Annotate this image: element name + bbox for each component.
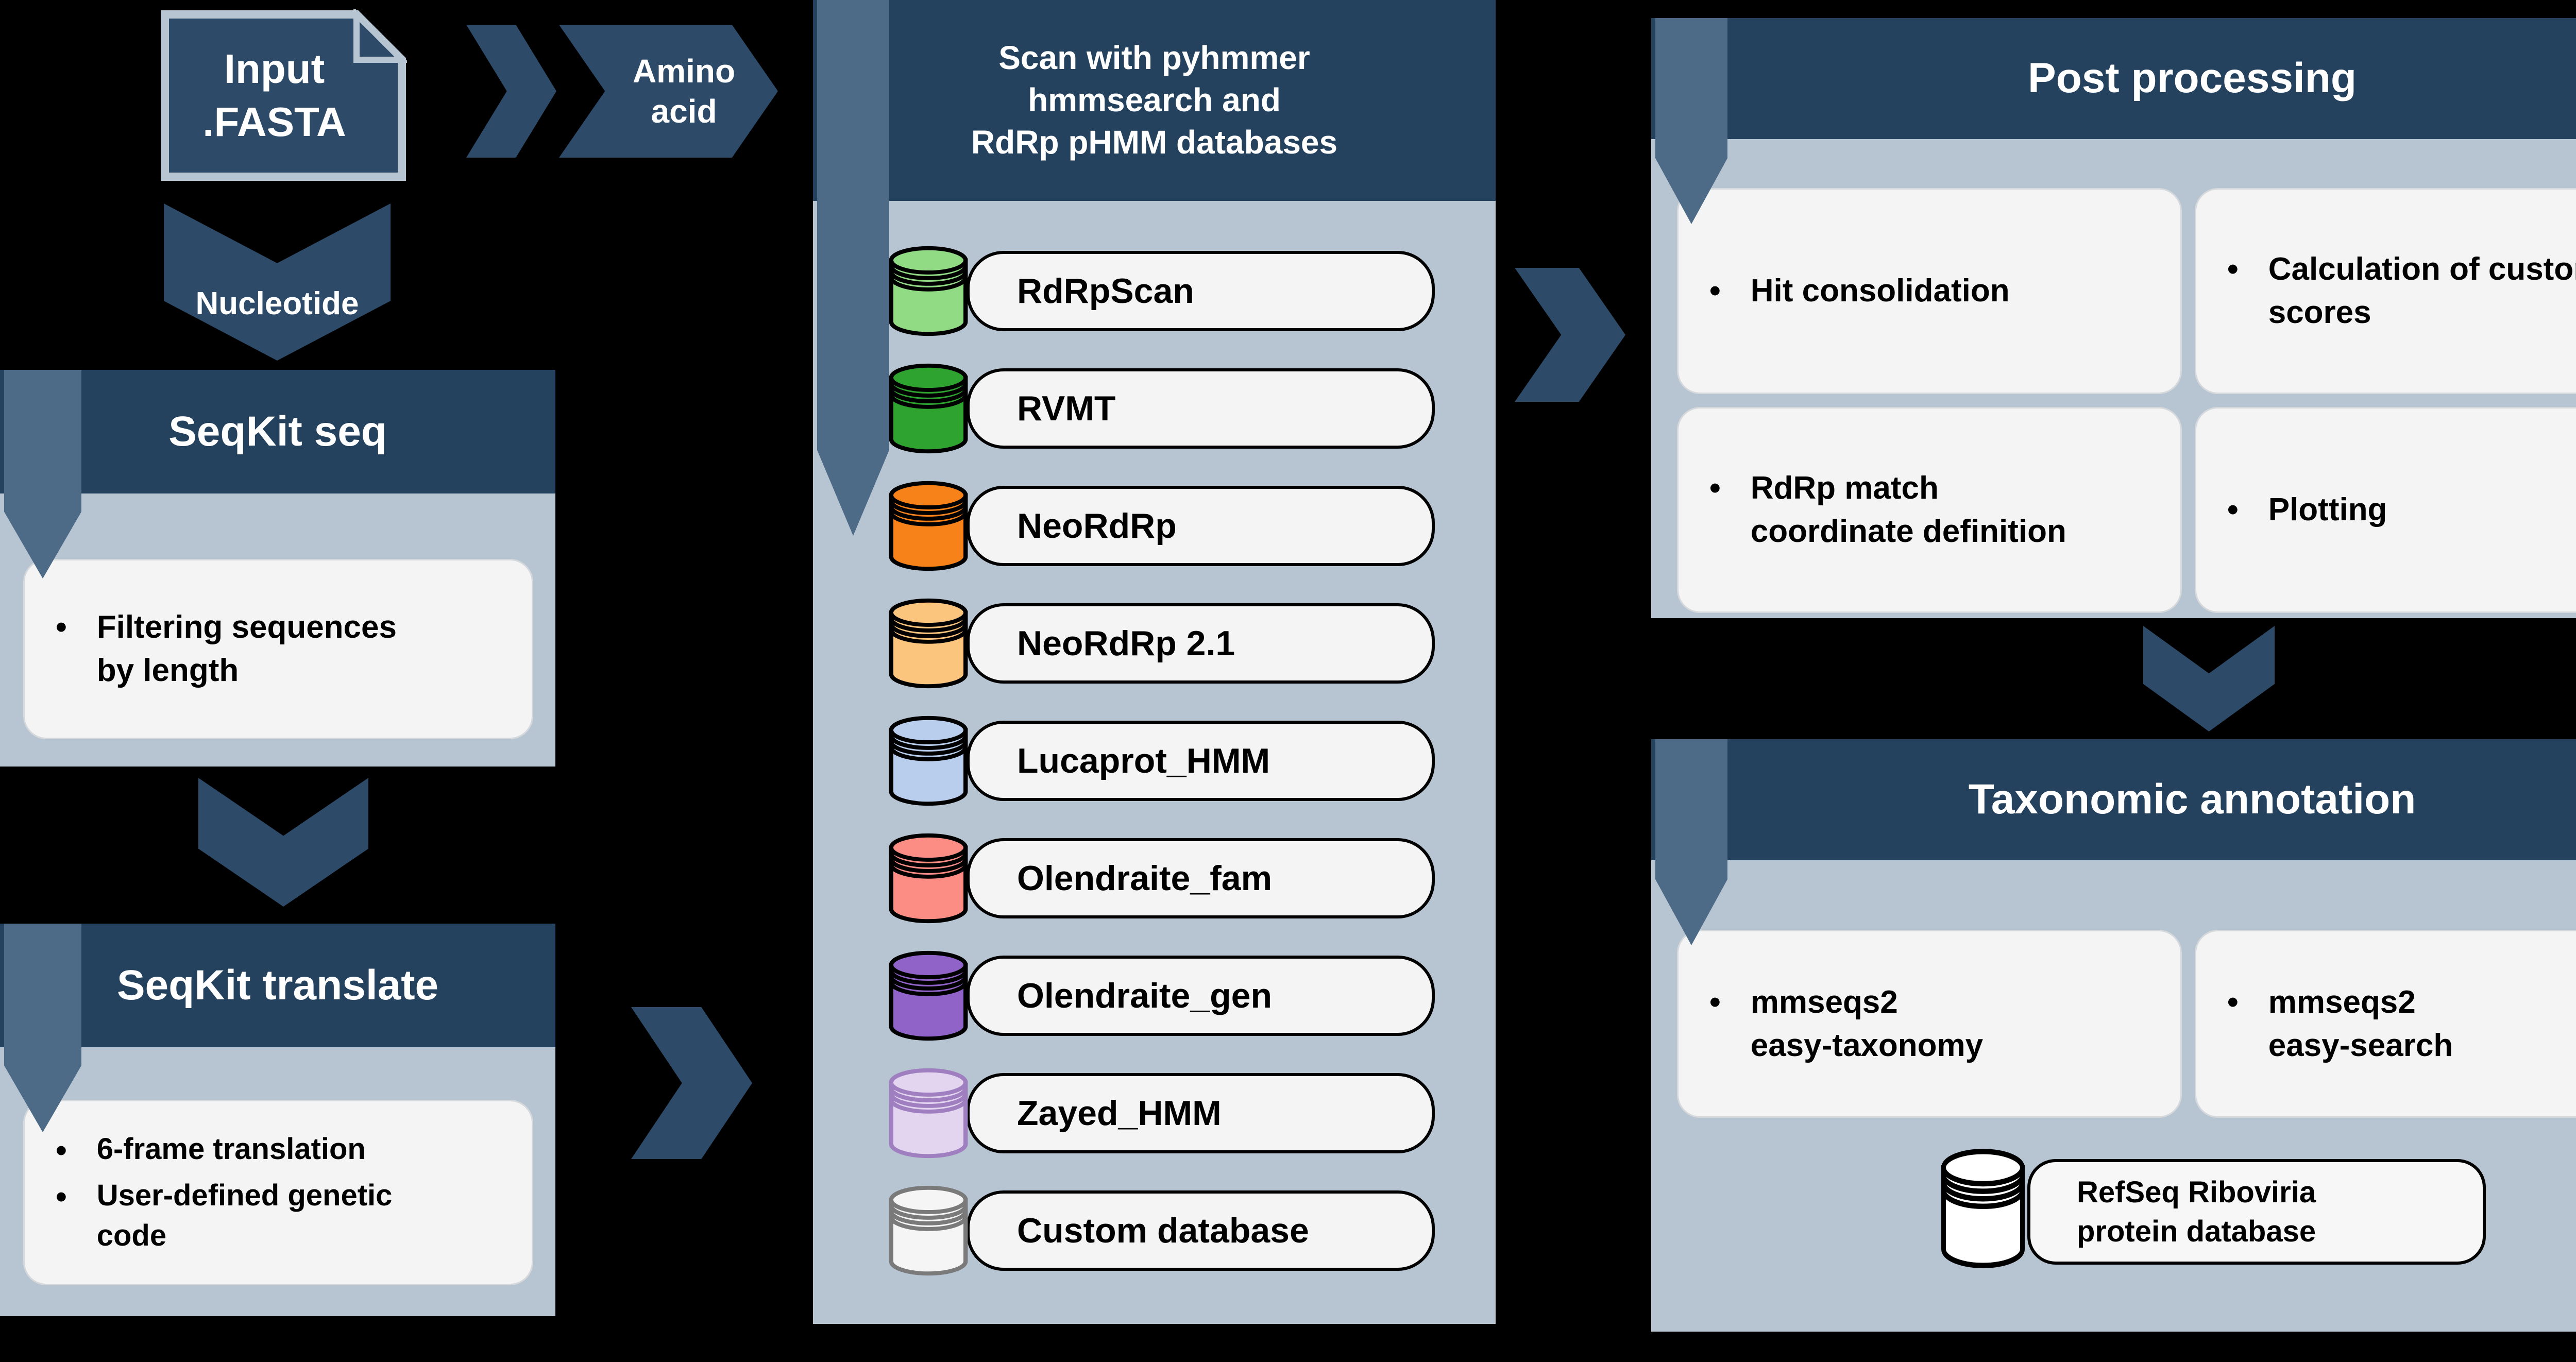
database-row-custom: Custom database bbox=[885, 1184, 1435, 1278]
database-pill: Olendraite_fam bbox=[967, 838, 1435, 918]
post-to-taxonomy-arrow-icon bbox=[2143, 626, 2275, 731]
scan-title: Scan with pyhmmer hmmsearch and RdRp pHM… bbox=[971, 39, 1338, 161]
input-fasta-label: Input .FASTA bbox=[202, 46, 346, 145]
database-row-olendraite-gen: Olendraite_gen bbox=[885, 949, 1435, 1043]
scan-header: Scan with pyhmmer hmmsearch and RdRp pHM… bbox=[813, 0, 1496, 201]
refseq-database-cylinder-icon bbox=[1937, 1146, 2029, 1271]
database-pill: RdRpScan bbox=[967, 251, 1435, 331]
database-row-lucaprot: Lucaprot_HMM bbox=[885, 714, 1435, 808]
amino-acid-label: Amino acid bbox=[632, 52, 736, 130]
seqkit-seq-header: SeqKit seq bbox=[0, 370, 555, 493]
post-card-plotting: Plotting bbox=[2195, 407, 2576, 613]
seqkit-seq-title: SeqKit seq bbox=[168, 407, 387, 455]
database-pill: Lucaprot_HMM bbox=[967, 721, 1435, 801]
seqkit-translate-title: SeqKit translate bbox=[116, 961, 439, 1009]
database-cylinder-icon bbox=[885, 949, 972, 1043]
scan-to-postprocessing-arrow-icon bbox=[1515, 268, 1625, 402]
refseq-database-pill: RefSeq Riboviria protein database bbox=[2027, 1159, 2486, 1265]
seqkit-seq-panel: SeqKit seq Filtering sequences by length bbox=[0, 370, 555, 767]
post-processing-panel: Post processing Hit consolidation Calcul… bbox=[1651, 18, 2576, 618]
database-cylinder-icon bbox=[885, 831, 972, 925]
seqkit-translate-header: SeqKit translate bbox=[0, 924, 555, 1047]
scan-ribbon-icon bbox=[817, 0, 889, 536]
database-row-olendraite-fam: Olendraite_fam bbox=[885, 831, 1435, 925]
seqkit-translate-panel: SeqKit translate 6-frame translation Use… bbox=[0, 924, 555, 1316]
scan-panel: Scan with pyhmmer hmmsearch and RdRp pHM… bbox=[813, 0, 1496, 1324]
translate-to-scan-arrow-icon bbox=[631, 1007, 752, 1159]
seqkit-translate-card: 6-frame translation User-defined genetic… bbox=[23, 1100, 533, 1285]
tax-card-easy-taxonomy: mmseqs2 easy-taxonomy bbox=[1677, 930, 2182, 1118]
taxonomic-annotation-header: Taxonomic annotation bbox=[1651, 739, 2576, 860]
database-row-neordrp: NeoRdRp bbox=[885, 479, 1435, 573]
database-cylinder-icon bbox=[885, 714, 972, 808]
amino-acid-arrow: Amino acid bbox=[559, 25, 778, 158]
list-item: 6-frame translation bbox=[56, 1129, 501, 1172]
nucleotide-label: Nucleotide bbox=[195, 286, 359, 322]
database-pill: Custom database bbox=[967, 1190, 1435, 1271]
database-cylinder-icon bbox=[885, 597, 972, 690]
database-row-neordrp21: NeoRdRp 2.1 bbox=[885, 597, 1435, 690]
database-cylinder-icon bbox=[885, 479, 972, 573]
list-item: Filtering sequences by length bbox=[56, 606, 501, 692]
database-cylinder-icon bbox=[885, 362, 972, 455]
seqkit-seq-card: Filtering sequences by length bbox=[23, 559, 533, 739]
down-arrow-icon bbox=[198, 778, 368, 907]
nucleotide-arrow: Nucleotide bbox=[164, 203, 391, 361]
post-processing-title: Post processing bbox=[2028, 55, 2357, 102]
database-pill: Zayed_HMM bbox=[967, 1073, 1435, 1153]
database-row-rvmt: RVMT bbox=[885, 362, 1435, 455]
database-cylinder-icon bbox=[885, 1066, 972, 1160]
list-item: User-defined genetic code bbox=[56, 1176, 501, 1256]
database-pill: NeoRdRp bbox=[967, 486, 1435, 566]
list-item: Hit consolidation bbox=[1709, 269, 2149, 313]
list-item: Calculation of custom scores bbox=[2227, 248, 2576, 334]
post-card-custom-scores: Calculation of custom scores bbox=[2195, 188, 2576, 394]
database-row-rdrpscan: RdRpScan bbox=[885, 244, 1435, 338]
database-cylinder-icon bbox=[885, 244, 972, 338]
post-card-coordinate-definition: RdRp match coordinate definition bbox=[1677, 407, 2182, 613]
list-item: mmseqs2 easy-search bbox=[2227, 981, 2576, 1067]
list-item: Plotting bbox=[2227, 488, 2576, 532]
database-row-zayed: Zayed_HMM bbox=[885, 1066, 1435, 1160]
document-icon bbox=[161, 7, 410, 181]
database-cylinder-icon bbox=[885, 1184, 972, 1278]
post-processing-header: Post processing bbox=[1651, 18, 2576, 139]
taxonomic-annotation-title: Taxonomic annotation bbox=[1968, 776, 2416, 823]
tax-card-easy-search: mmseqs2 easy-search bbox=[2195, 930, 2576, 1118]
database-pill: Olendraite_gen bbox=[967, 956, 1435, 1036]
amino-acid-chevron-icon bbox=[466, 25, 556, 158]
database-pill: NeoRdRp 2.1 bbox=[967, 603, 1435, 684]
list-item: mmseqs2 easy-taxonomy bbox=[1709, 981, 2149, 1067]
input-fasta-file-icon: Input .FASTA bbox=[160, 7, 410, 182]
post-card-hit-consolidation: Hit consolidation bbox=[1677, 188, 2182, 394]
taxonomic-annotation-panel: Taxonomic annotation mmseqs2 easy-taxono… bbox=[1651, 739, 2576, 1332]
list-item: RdRp match coordinate definition bbox=[1709, 467, 2149, 553]
database-pill: RVMT bbox=[967, 368, 1435, 449]
